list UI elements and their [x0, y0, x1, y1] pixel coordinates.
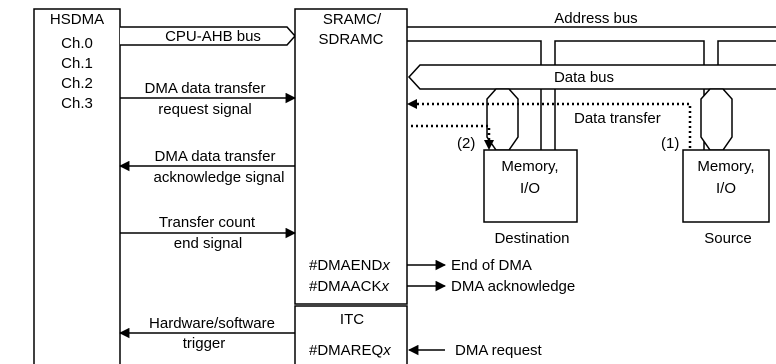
- acknowledge-signal-label-line2: acknowledge signal: [154, 169, 285, 186]
- itc-title: ITC: [340, 311, 364, 328]
- hsdma-title: HSDMA: [50, 11, 104, 28]
- dma-acknowledge-label: DMA acknowledge: [451, 278, 575, 295]
- data-transfer-write-path: [411, 124, 491, 142]
- step-1-marker: (1): [661, 135, 679, 152]
- itc-block: [294, 305, 408, 364]
- hsdma-block: [33, 8, 121, 364]
- hsdma-channel-2: Ch.2: [61, 75, 93, 92]
- destination-memory-line1: Memory,: [501, 158, 558, 175]
- count-end-signal-label-line1: Transfer count: [159, 214, 256, 231]
- dmaend-pin-label: #DMAENDx: [309, 257, 390, 274]
- source-memory-line2: I/O: [716, 180, 736, 197]
- count-end-signal-label-line2: end signal: [174, 235, 242, 252]
- data-transfer-write-arrowhead: [484, 140, 494, 150]
- data-bus-label: Data bus: [554, 69, 614, 86]
- address-bus-label: Address bus: [554, 10, 637, 27]
- destination-memory-line2: I/O: [520, 180, 540, 197]
- source-memory-line1: Memory,: [697, 158, 754, 175]
- hsdma-channel-0: Ch.0: [61, 35, 93, 52]
- acknowledge-signal-label-line1: DMA data transfer: [155, 148, 276, 165]
- sramc-title-line1: SRAMC/: [323, 11, 382, 28]
- source-memory-box: [682, 149, 770, 223]
- dmareq-pin-label: #DMAREQx: [309, 342, 391, 359]
- hsdma-channel-1: Ch.1: [61, 55, 93, 72]
- trigger-signal-label-line2: trigger: [183, 335, 226, 352]
- source-bus-tap: [700, 88, 733, 151]
- step-2-marker: (2): [457, 135, 475, 152]
- sramc-block: [294, 8, 408, 305]
- request-signal-label-line1: DMA data transfer: [145, 80, 266, 97]
- destination-memory-box: [483, 149, 578, 223]
- source-label: Source: [704, 230, 752, 247]
- address-bus: [407, 26, 776, 152]
- hsdma-channel-3: Ch.3: [61, 95, 93, 112]
- destination-label: Destination: [494, 230, 569, 247]
- data-transfer-label: Data transfer: [574, 110, 661, 127]
- cpu-ahb-bus-label: CPU-AHB bus: [165, 28, 261, 45]
- dma-request-label: DMA request: [455, 342, 543, 359]
- data-bus: [407, 64, 776, 90]
- sramc-title-line2: SDRAMC: [318, 31, 383, 48]
- end-of-dma-label: End of DMA: [451, 257, 532, 274]
- dmaack-pin-label: #DMAACKx: [309, 278, 390, 295]
- request-signal-label-line2: request signal: [158, 101, 251, 118]
- trigger-signal-label-line1: Hardware/software: [149, 315, 275, 332]
- data-transfer-read-arrowhead: [407, 99, 417, 109]
